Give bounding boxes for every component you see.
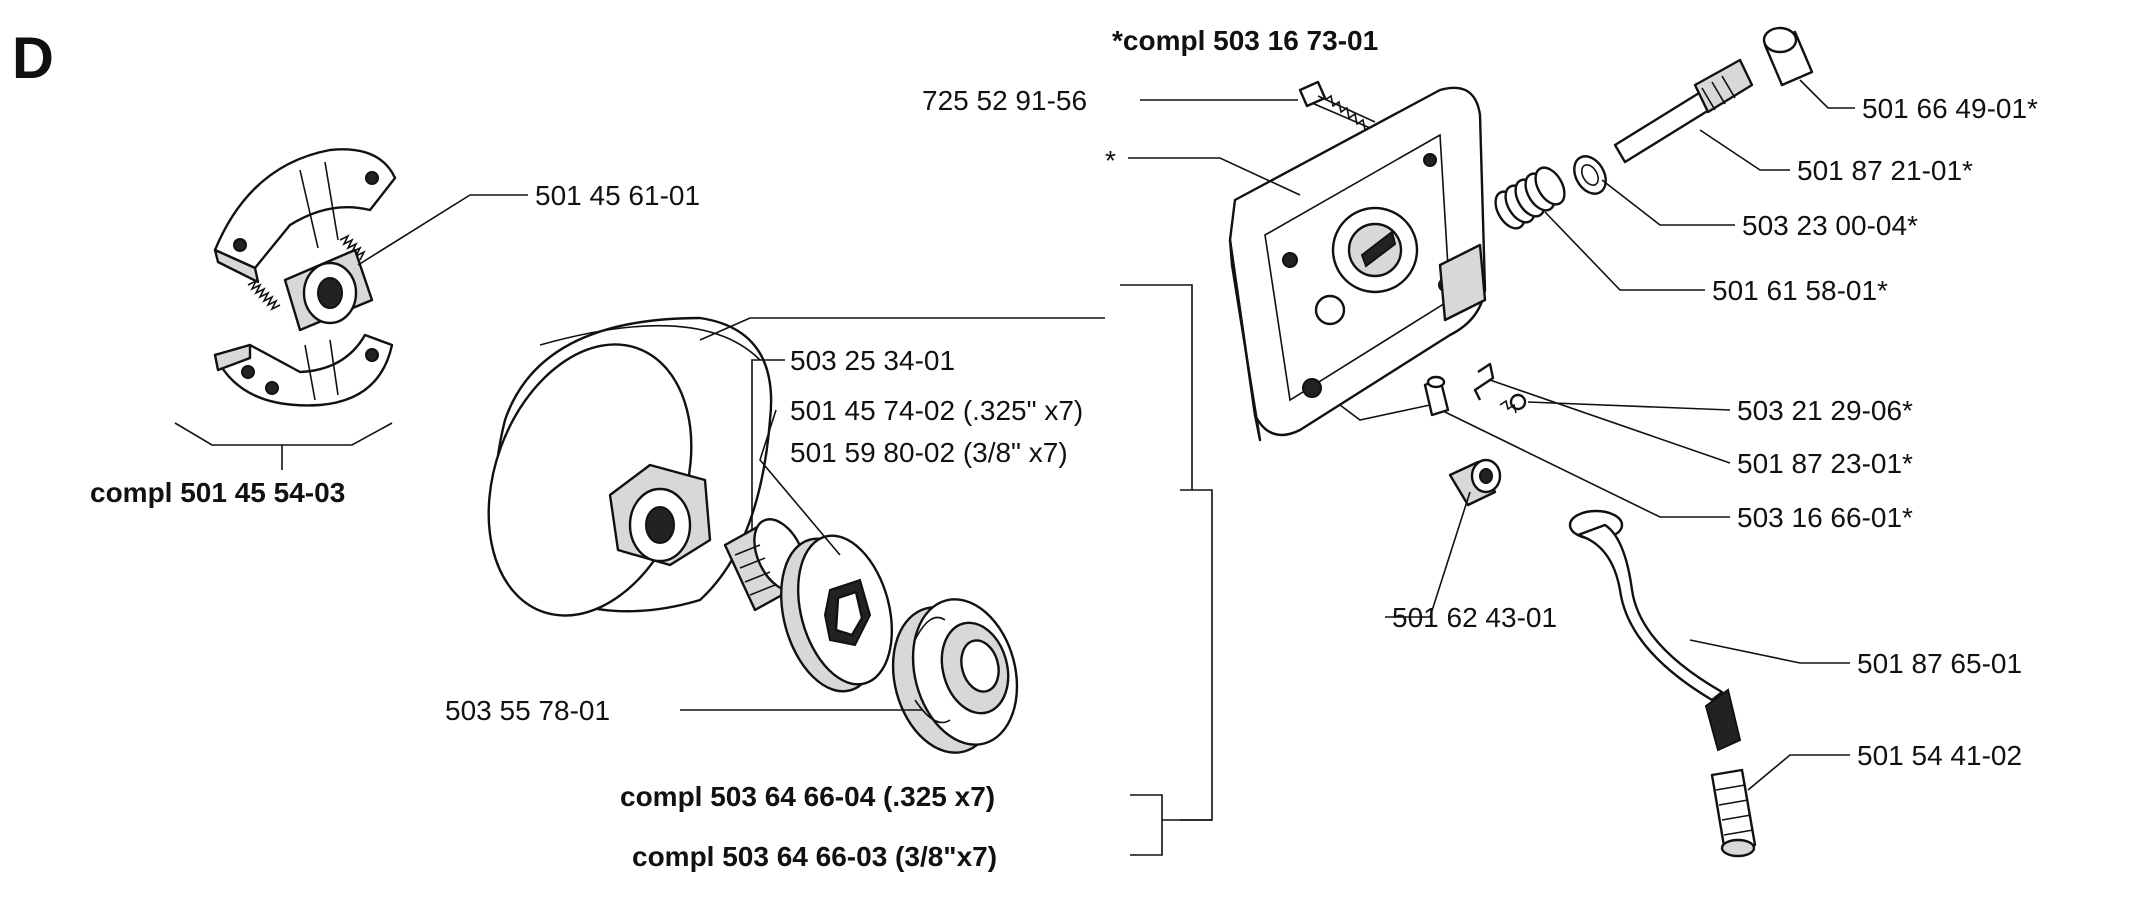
nipple-503-16-66-01	[1423, 375, 1450, 417]
bushing-501-62-43-01	[1448, 458, 1502, 507]
label-725-52-91-56: 725 52 91-56	[922, 85, 1087, 116]
rim-sprocket	[779, 534, 894, 693]
screw-725-52-91-56	[1298, 80, 1376, 131]
label-503-16-66-01: 503 16 66-01*	[1737, 502, 1913, 533]
label-503-25-34-01: 503 25 34-01	[790, 345, 955, 376]
oil-pump-housing	[1228, 86, 1487, 442]
spur-sprocket	[891, 598, 1019, 754]
label-compl-501-45-54-03: compl 501 45 54-03	[90, 477, 345, 508]
label-compl-503-64-66-04: compl 503 64 66-04 (.325 x7)	[620, 781, 995, 812]
label-501-59-80-02: 501 59 80-02 (3/8" x7)	[790, 437, 1068, 468]
washer-503-23-00-04	[1573, 155, 1607, 195]
label-501-62-43-01: 501 62 43-01	[1392, 602, 1557, 633]
label-501-61-58-01: 501 61 58-01*	[1712, 275, 1888, 306]
label-501-87-21-01: 501 87 21-01*	[1797, 155, 1973, 186]
label-501-66-49-01: 501 66 49-01*	[1862, 93, 2038, 124]
pump-piston	[1613, 58, 1754, 164]
clutch-drum	[487, 316, 773, 617]
label-501-45-74-02: 501 45 74-02 (.325" x7)	[790, 395, 1083, 426]
leader-lines	[174, 79, 1855, 856]
label-compl-503-16-73-01: *compl 503 16 73-01	[1112, 25, 1378, 56]
screw-503-21-29-06	[1499, 393, 1527, 414]
label-503-55-78-01: 503 55 78-01	[445, 695, 610, 726]
pump-cap	[1762, 26, 1814, 87]
label-501-45-61-01: 501 45 61-01	[535, 180, 700, 211]
label-501-54-41-02: 501 54 41-02	[1857, 740, 2022, 771]
label-501-87-65-01: 501 87 65-01	[1857, 648, 2022, 679]
label-501-87-23-01: 501 87 23-01*	[1737, 448, 1913, 479]
spring-501-61-58-01	[1494, 166, 1566, 230]
section-letter: D	[12, 26, 54, 91]
oil-hose	[1568, 509, 1742, 752]
clip-501-87-23-01	[1473, 362, 1495, 401]
label-503-21-29-06: 503 21 29-06*	[1737, 395, 1913, 426]
label-compl-503-64-66-03: compl 503 64 66-03 (3/8"x7)	[632, 841, 997, 872]
clutch-assembly	[213, 148, 397, 407]
oil-strainer	[1710, 768, 1757, 858]
label-503-23-00-04: 503 23 00-04*	[1742, 210, 1918, 241]
label-asterisk: *	[1105, 145, 1116, 176]
